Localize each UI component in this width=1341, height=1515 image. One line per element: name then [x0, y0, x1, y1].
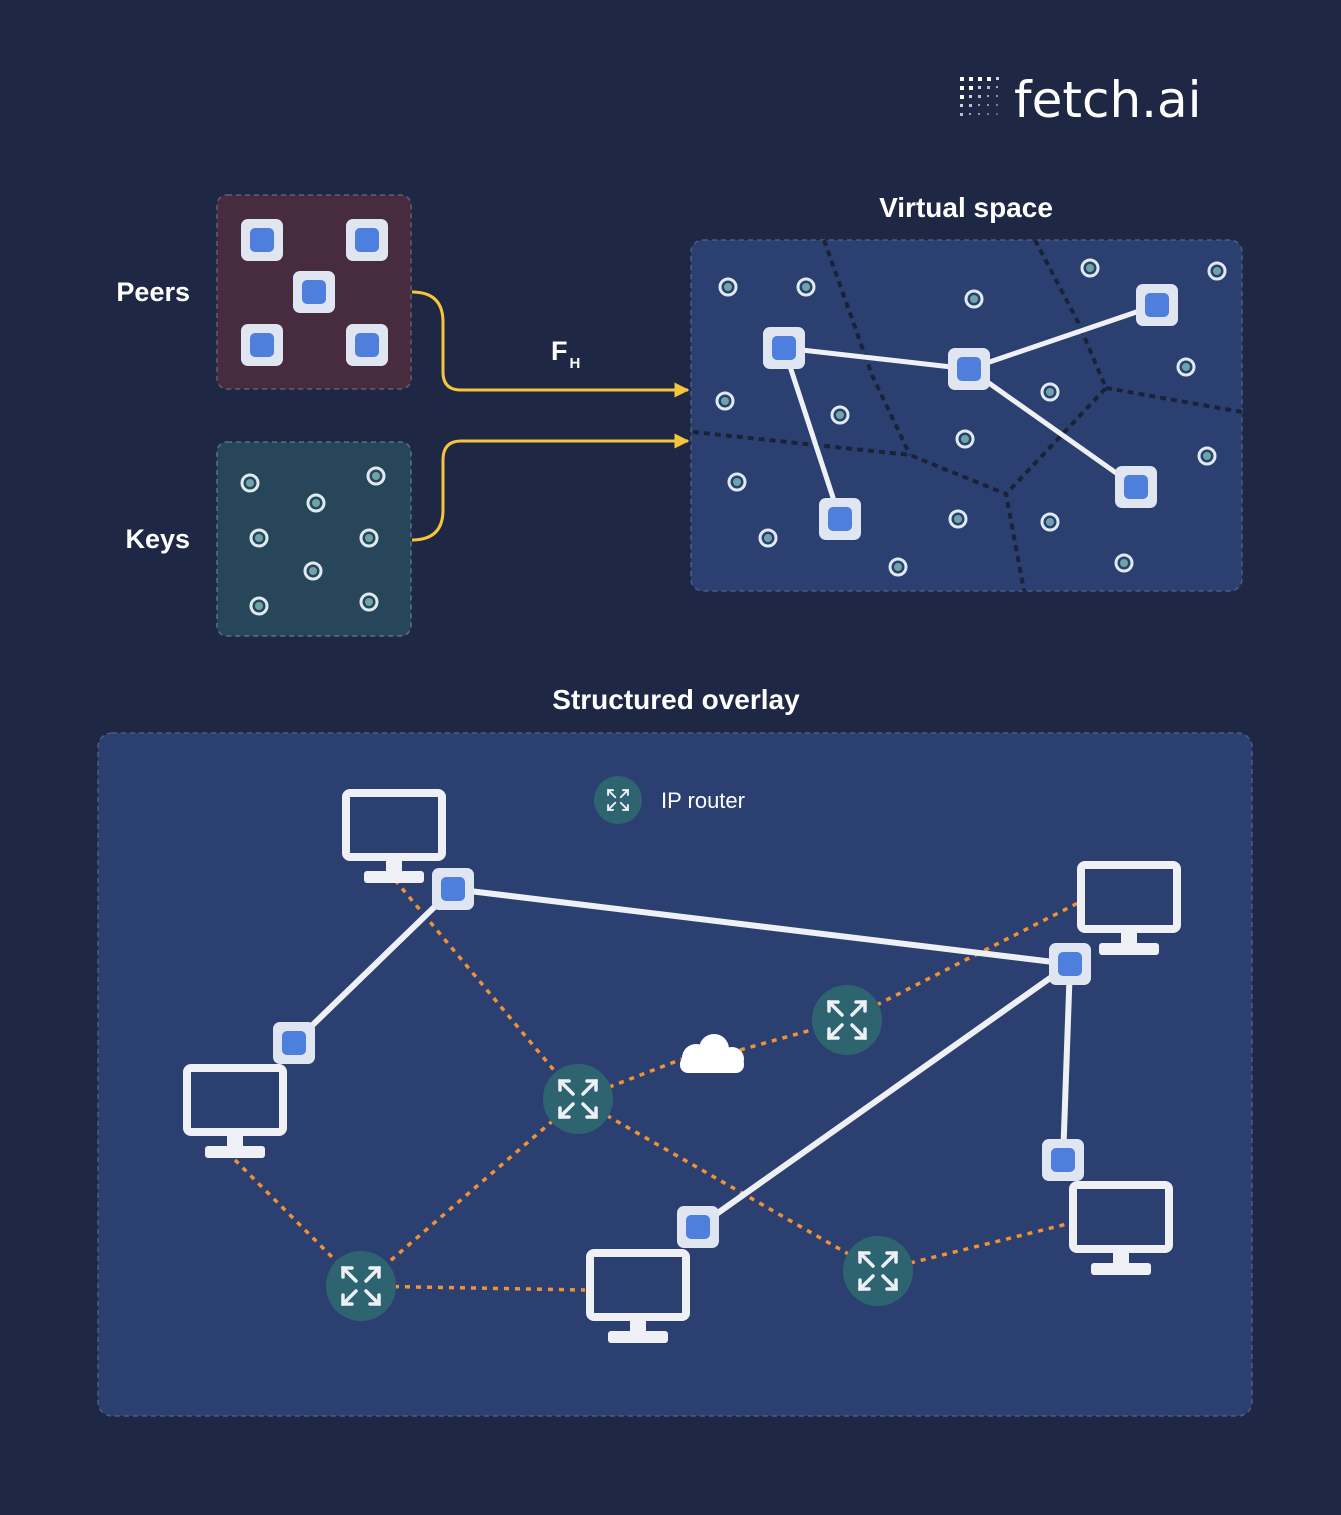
overlay-links [291, 886, 1073, 1230]
structured-overlay-panel [97, 732, 1253, 1417]
peer-node-icon [432, 868, 474, 910]
hash-arrows [411, 290, 690, 542]
peer-node-icon [346, 219, 388, 261]
logo-dots-icon [960, 77, 999, 116]
peer-node-icon [948, 348, 990, 390]
router-icon [326, 1251, 396, 1321]
fetch-ai-logo: fetch.ai [960, 71, 1202, 129]
peer-node-icon [1115, 466, 1157, 508]
virtual-space-title: Virtual space [879, 192, 1053, 223]
router-icon [812, 985, 882, 1055]
keys-panel [216, 441, 412, 637]
legend-router-label: IP router [661, 788, 745, 813]
peer-node-icon [346, 324, 388, 366]
legend-router: IP router [594, 776, 745, 824]
peer-node-icon [1136, 284, 1178, 326]
peer-node-icon [1049, 943, 1091, 985]
structured-overlay-title: Structured overlay [552, 684, 800, 715]
peer-node-icon [241, 219, 283, 261]
peer-node-icon [819, 498, 861, 540]
peers-label: Peers [116, 277, 190, 307]
virtual-space-links [781, 302, 1160, 522]
keys-label: Keys [125, 524, 190, 554]
router-icon [543, 1064, 613, 1134]
peer-node-icon [273, 1022, 315, 1064]
logo-text: fetch.ai [1014, 71, 1202, 129]
peer-node-icon [293, 271, 335, 313]
voronoi-boundaries [692, 239, 1243, 592]
peer-node-icon [1042, 1139, 1084, 1181]
cloud-icon [680, 1034, 744, 1073]
peer-node-icon [763, 327, 805, 369]
routers [326, 985, 913, 1321]
peer-node-icon [677, 1206, 719, 1248]
peer-node-icon [241, 324, 283, 366]
router-icon [843, 1236, 913, 1306]
